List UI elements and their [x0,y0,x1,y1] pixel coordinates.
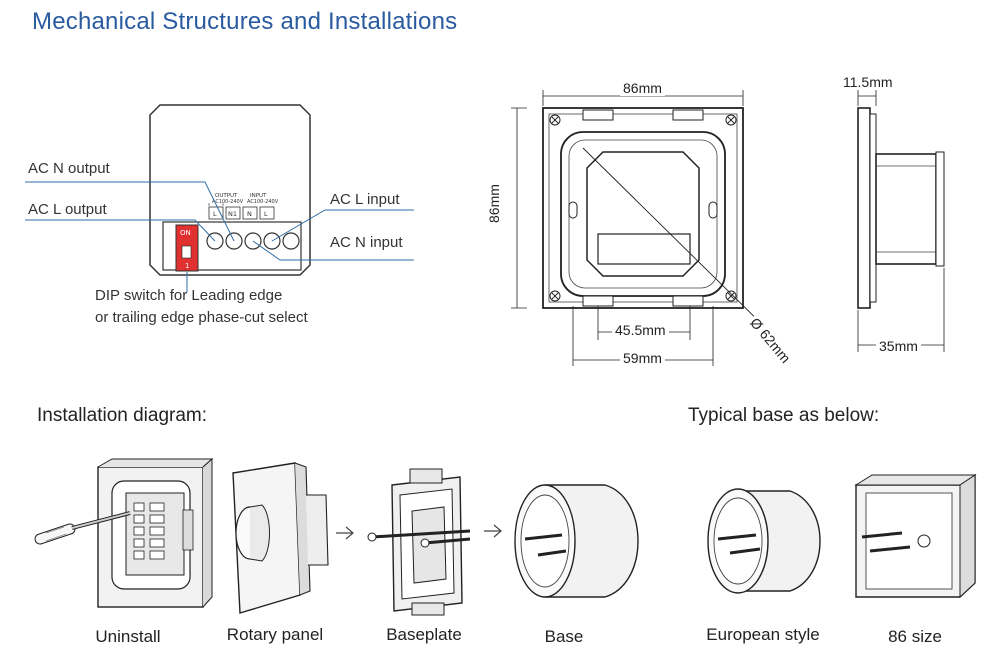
dip-description-line2: or trailing edge phase-cut select [95,309,308,326]
arrow-icon [484,524,502,538]
leader-ac-n-output [25,181,235,242]
caption-86-size: 86 size [888,627,942,646]
uninstall-illustration [34,457,214,608]
dim-inner-a: 45.5mm [612,322,669,338]
label-ac-l-output: AC L output [28,201,107,218]
terminal-label-4: L [264,210,268,218]
arrow-icon [336,526,354,540]
label-ac-n-input: AC N input [330,234,403,251]
caption-rotary-panel: Rotary panel [226,625,324,644]
front-view-drawing [511,90,779,366]
rotary-panel-illustration [232,462,329,614]
box-86-illustration [854,473,977,599]
caption-baseplate: Baseplate [386,625,462,644]
dim-depth-front: 11.5mm [843,74,893,90]
installation-illustrations [34,457,977,616]
leader-ac-l-input [271,209,414,242]
label-ac-n-output: AC N output [28,160,110,177]
terminal-label-1: L [213,210,217,218]
side-view-drawing [857,90,945,352]
dim-width: 86mm [620,80,665,96]
output-range: AC100-240V [212,199,244,205]
input-header: INPUT [250,193,267,199]
leader-ac-l-output [25,219,216,242]
dip-description-line1: DIP switch for Leading edge [95,287,283,304]
dim-height: 86mm [486,181,502,226]
page-title: Mechanical Structures and Installations [32,8,458,35]
base-illustration [514,484,639,598]
terminal-screw [282,232,300,250]
label-ac-l-input: AC L input [330,191,400,208]
terminal-label-3: N [247,210,252,218]
caption-uninstall: Uninstall [95,627,161,646]
typical-heading: Typical base as below: [688,405,880,426]
baseplate-illustration [367,468,471,616]
dim-inner-b: 59mm [620,350,665,366]
leader-ac-n-input [252,240,414,261]
european-style-illustration [707,488,821,594]
caption-base: Base [544,627,584,646]
dip-description: DIP switch for Leading edge or trailing … [95,285,308,329]
dip-on-label: ON [180,229,191,237]
terminal-label-2: N1 [228,210,237,218]
output-header: OUTPUT [215,193,238,199]
dip-one-label: 1 [185,262,189,270]
input-range: AC100-240V [247,199,279,205]
dip-lever [181,245,192,259]
caption-european-style: European style [706,625,820,644]
dim-depth-total: 35mm [876,338,921,354]
wiring-diagram: ON 1 OUTPUT AC100-240V INPUT AC100-240V … [25,104,414,292]
installation-heading: Installation diagram: [37,405,208,426]
